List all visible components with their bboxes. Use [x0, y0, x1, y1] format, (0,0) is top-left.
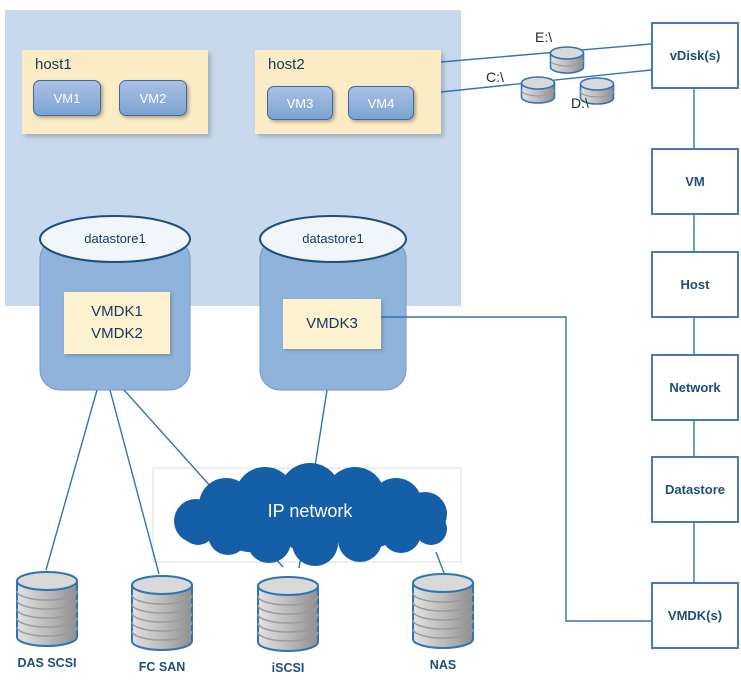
fc-san-label: FC SAN [138, 660, 186, 674]
stack-box-network: Network [651, 354, 739, 421]
vm1-box: VM1 [33, 80, 101, 116]
ip-network-cloud [174, 463, 447, 566]
nas-disk-icon [412, 573, 474, 649]
das-scsi-label: DAS SCSI [17, 656, 77, 670]
vmdk1-label: VMDK1 [91, 302, 143, 320]
host2-box: host2 VM3 VM4 [255, 50, 441, 134]
stack-box-vm: VM [651, 148, 739, 215]
drive-label-c: C:\ [486, 69, 504, 85]
line-cloud-nas [435, 551, 445, 574]
vm4-box: VM4 [348, 86, 414, 120]
stack-box-vdisks: vDisk(s) [651, 22, 739, 89]
das-scsi-disk-icon [16, 571, 78, 647]
host1-box: host1 VM1 VM2 [22, 50, 208, 134]
vm2-box: VM2 [119, 80, 187, 116]
stack-box-vmdks: VMDK(s) [651, 582, 739, 649]
vmdk2-label: VMDK2 [91, 325, 143, 342]
vmdk3-label: VMDK3 [306, 314, 358, 332]
drive-label-e: E:\ [535, 29, 553, 45]
ip-network-label: IP network [267, 501, 353, 521]
line-host2-vdisk-top [440, 43, 652, 63]
fc-san-disk-icon [131, 575, 193, 651]
drive-label-d: D:\ [571, 95, 589, 111]
nas-label: NAS [429, 658, 457, 672]
iscsi-disk-icon [257, 576, 319, 652]
vm3-box: VM3 [267, 86, 333, 120]
c-drive-disk-icon [520, 76, 556, 104]
e-drive-disk-icon [549, 46, 585, 74]
datastore1-left-label: datastore1 [84, 231, 146, 246]
host1-label: host1 [35, 56, 72, 73]
datastore1-right-label: datastore1 [302, 231, 364, 246]
line-ds1-das [45, 389, 98, 571]
host2-label: host2 [268, 56, 305, 73]
vmdk1-vmdk2-box: VMDK1 VMDK2 [64, 292, 170, 354]
vmdk3-box: VMDK3 [283, 299, 381, 349]
stack-box-datastore: Datastore [651, 456, 739, 523]
stack-box-host: Host [651, 251, 739, 318]
iscsi-label: iSCSI [271, 661, 305, 675]
line-ds1-fcsan [109, 389, 160, 575]
line-vmdk3-to-vmdks [381, 316, 651, 622]
